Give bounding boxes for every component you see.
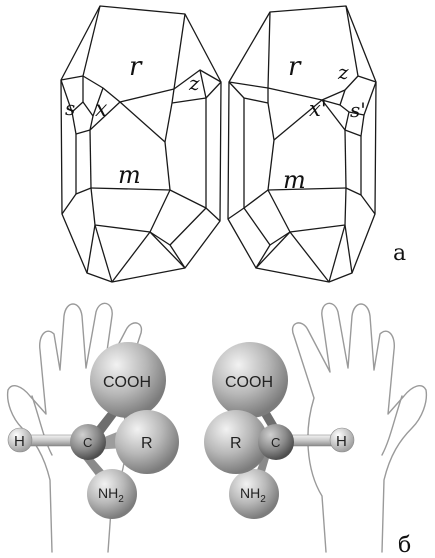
hand-right-crease	[382, 396, 402, 455]
face-label-s-left: s	[65, 96, 75, 120]
face-label-z-left: z	[188, 71, 200, 95]
crystal-left-edge	[172, 14, 185, 103]
hand-right	[293, 303, 427, 552]
crystal-left-edge	[165, 103, 172, 190]
crystal-right-edge	[345, 225, 352, 273]
atom-carbon-right-label: C	[271, 435, 280, 450]
crystal-left-edge	[170, 245, 185, 268]
atom-h-right-label: H	[336, 433, 347, 450]
crystal-right-edge	[268, 188, 346, 190]
crystal-left-edge	[90, 130, 91, 188]
panel-label-a: а	[393, 241, 406, 266]
atom-r-left-label: R	[141, 435, 153, 452]
atom-carbon-left-label: C	[83, 435, 92, 450]
atom-cooh-left-label: COOH	[103, 374, 151, 391]
face-label-x-left: x	[95, 97, 108, 122]
panel-label-b: б	[398, 533, 411, 558]
face-label-s-prime-right: s'	[350, 98, 366, 122]
crystal-left-edge	[206, 82, 221, 98]
face-label-r-right: r	[288, 52, 302, 82]
crystal-right-edge	[329, 225, 345, 282]
face-label-x-prime-right: x'	[309, 97, 327, 121]
crystal-right-edge	[256, 232, 290, 268]
crystal-left-edge	[112, 232, 150, 282]
atom-h-left-label: H	[14, 433, 25, 450]
crystal-left-edge	[120, 102, 165, 142]
crystal-right-edge	[268, 6, 358, 100]
hand-right-outline	[293, 303, 427, 552]
crystal-left-edge	[150, 232, 185, 268]
atom-r-right-label: R	[230, 435, 242, 452]
crystal-right-edge	[290, 232, 329, 282]
face-label-z-right: z	[337, 60, 349, 84]
face-label-r-left: r	[129, 52, 143, 82]
crystal-right-edge	[256, 245, 270, 268]
crystal-right-outline	[228, 6, 376, 282]
crystal-right-edge	[228, 188, 375, 232]
crystal-left-edge	[62, 188, 220, 232]
crystal-left-outline	[61, 6, 221, 282]
crystal-right-edge	[345, 130, 346, 188]
crystal-right	[228, 6, 376, 282]
crystal-left-edge	[95, 225, 112, 282]
crystal-left-edge	[87, 225, 95, 273]
atom-cooh-right-label: COOH	[225, 374, 273, 391]
face-label-m-left: m	[118, 161, 141, 189]
crystal-left	[61, 6, 221, 282]
crystal-right-edge	[268, 103, 274, 190]
face-label-m-right: m	[283, 166, 306, 194]
